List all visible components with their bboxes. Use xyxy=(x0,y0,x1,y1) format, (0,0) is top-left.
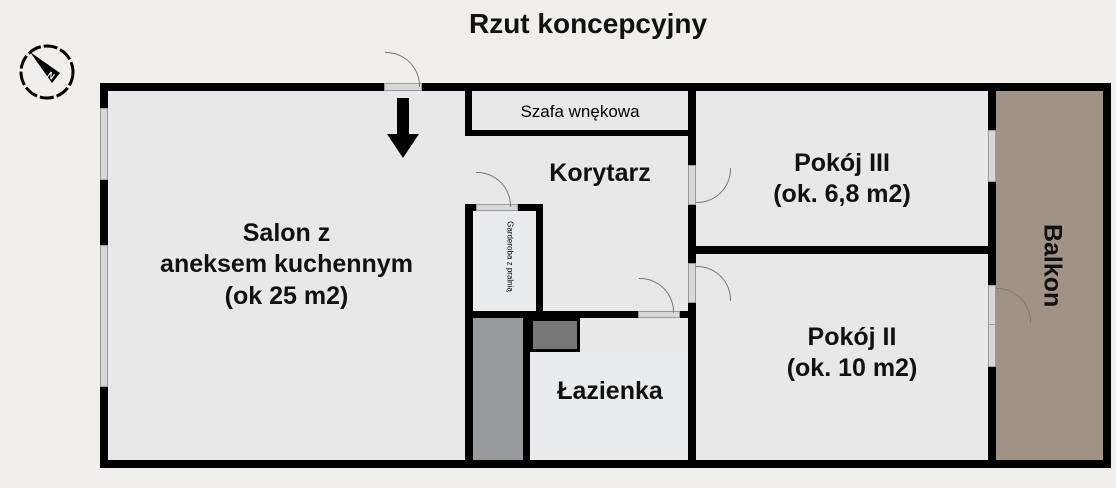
room-salon: Salon z aneksem kuchennym (ok 25 m2) xyxy=(160,219,413,310)
door[interactable] xyxy=(688,165,696,205)
door-swing xyxy=(385,52,420,87)
balcony-floor xyxy=(994,88,1108,463)
door[interactable] xyxy=(688,263,696,303)
room-korytarz: Korytarz xyxy=(549,159,651,187)
wardrobe-floor xyxy=(472,210,536,315)
entrance-arrow-icon xyxy=(387,98,419,158)
window xyxy=(100,108,108,180)
room-garderoba: Garderoba z pralnią xyxy=(505,221,515,292)
window xyxy=(988,130,996,182)
room-szafa: Szafa wnękowa xyxy=(520,102,640,121)
room-balkon: Balkon xyxy=(1038,223,1067,308)
shaft xyxy=(472,318,524,463)
bathroom-box xyxy=(530,318,580,352)
window xyxy=(100,245,108,387)
bathroom-floor xyxy=(530,352,690,462)
balcony-door[interactable] xyxy=(988,285,996,325)
room-pokoj-2: Pokój II (ok. 10 m2) xyxy=(786,323,918,383)
room-lazienka: Łazienka xyxy=(557,377,663,405)
svg-text:N: N xyxy=(45,70,56,82)
room-pokoj-3: Pokój III (ok. 6,8 m2) xyxy=(773,149,911,209)
plan-title: Rzut koncepcyjny xyxy=(468,8,708,39)
compass-north-icon: N xyxy=(19,44,75,100)
